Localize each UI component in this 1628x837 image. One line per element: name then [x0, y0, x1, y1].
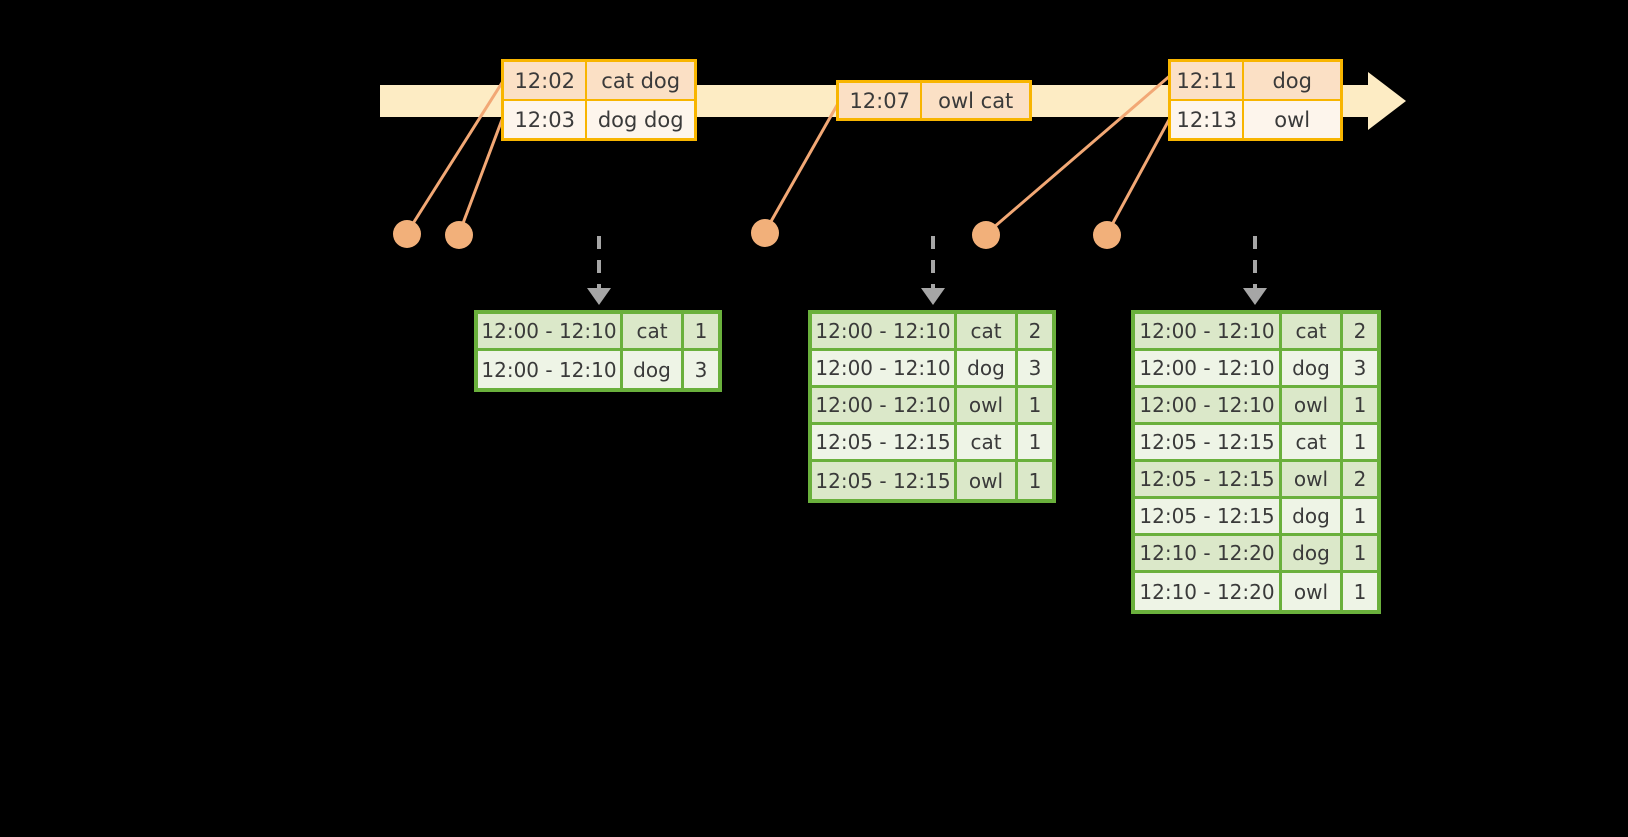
event-words: dog — [1244, 62, 1340, 99]
cell-count: 3 — [684, 351, 718, 388]
event-words: dog dog — [587, 101, 694, 138]
cell-count: 1 — [1018, 462, 1052, 499]
cell-count: 1 — [684, 314, 718, 351]
cell-word: dog — [623, 351, 684, 388]
cell-window: 12:00 - 12:10 — [812, 388, 957, 425]
event-row: 12:13 owl — [1171, 101, 1340, 138]
cell-word: owl — [1282, 388, 1343, 425]
event-row: 12:07 owl cat — [839, 83, 1029, 118]
cell-window: 12:10 - 12:20 — [1135, 573, 1282, 610]
cell-window: 12:10 - 12:20 — [1135, 536, 1282, 573]
cell-word: dog — [957, 351, 1018, 388]
cell-count: 1 — [1018, 425, 1052, 462]
event-words: owl cat — [922, 83, 1029, 118]
marker-dot — [751, 219, 779, 247]
cell-window: 12:05 - 12:15 — [1135, 499, 1282, 536]
cell-word: dog — [1282, 536, 1343, 573]
marker-dot — [393, 220, 421, 248]
cell-window: 12:00 - 12:10 — [1135, 314, 1282, 351]
cell-count: 3 — [1018, 351, 1052, 388]
cell-window: 12:00 - 12:10 — [1135, 388, 1282, 425]
event-time: 12:03 — [504, 101, 588, 138]
stream-arrow-head-icon — [1368, 72, 1406, 130]
marker-dot — [972, 221, 1000, 249]
cell-window: 12:05 - 12:15 — [812, 462, 957, 499]
cell-word: owl — [1282, 573, 1343, 610]
cell-word: cat — [957, 314, 1018, 351]
cell-word: cat — [623, 314, 684, 351]
event-group-2[interactable]: 12:07 owl cat — [836, 80, 1032, 121]
cell-count: 1 — [1343, 499, 1377, 536]
cell-word: cat — [1282, 425, 1343, 462]
event-time: 12:07 — [839, 83, 923, 118]
cell-count: 1 — [1343, 388, 1377, 425]
event-row: 12:11 dog — [1171, 62, 1340, 101]
cell-count: 1 — [1343, 425, 1377, 462]
cell-count: 1 — [1018, 388, 1052, 425]
event-row: 12:02 cat dog — [504, 62, 694, 101]
cell-count: 1 — [1343, 573, 1377, 610]
event-row: 12:03 dog dog — [504, 101, 694, 138]
marker-dot — [1093, 221, 1121, 249]
cell-word: owl — [957, 388, 1018, 425]
cell-word: owl — [957, 462, 1018, 499]
cell-window: 12:05 - 12:15 — [1135, 462, 1282, 499]
cell-window: 12:00 - 12:10 — [478, 314, 623, 351]
cell-count: 1 — [1343, 536, 1377, 573]
cell-word: cat — [957, 425, 1018, 462]
cell-window: 12:00 - 12:10 — [812, 351, 957, 388]
cell-count: 3 — [1343, 351, 1377, 388]
cell-word: cat — [1282, 314, 1343, 351]
event-words: cat dog — [587, 62, 694, 99]
marker-dot — [445, 221, 473, 249]
cell-word: dog — [1282, 499, 1343, 536]
cell-count: 2 — [1018, 314, 1052, 351]
cell-window: 12:05 - 12:15 — [812, 425, 957, 462]
cell-word: owl — [1282, 462, 1343, 499]
event-time: 12:13 — [1171, 101, 1245, 138]
cell-window: 12:00 - 12:10 — [812, 314, 957, 351]
event-words: owl — [1244, 101, 1340, 138]
cell-word: dog — [1282, 351, 1343, 388]
event-time: 12:11 — [1171, 62, 1245, 99]
event-group-1[interactable]: 12:02 cat dog 12:03 dog dog — [501, 59, 697, 141]
cell-count: 2 — [1343, 314, 1377, 351]
event-group-3[interactable]: 12:11 dog 12:13 owl — [1168, 59, 1343, 141]
cell-window: 12:00 - 12:10 — [478, 351, 623, 388]
cell-window: 12:05 - 12:15 — [1135, 425, 1282, 462]
cell-window: 12:00 - 12:10 — [1135, 351, 1282, 388]
event-time: 12:02 — [504, 62, 588, 99]
cell-count: 2 — [1343, 462, 1377, 499]
